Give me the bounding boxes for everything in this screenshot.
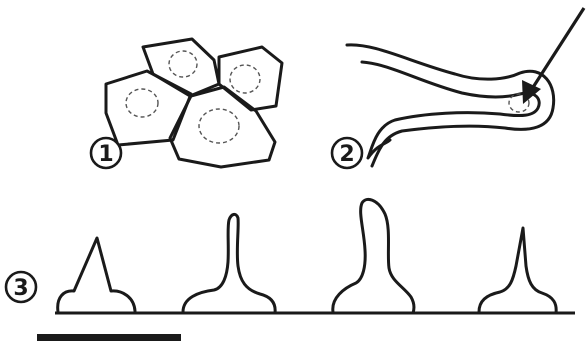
panel-1-badge-label: 1 [98, 142, 113, 167]
cell-right [219, 47, 282, 110]
cell-bottom [170, 87, 275, 167]
cell-left [106, 71, 191, 145]
nucleus-bottom [199, 109, 239, 143]
pointer-arrow-line [530, 8, 584, 92]
nucleus-top [169, 51, 197, 77]
panel-3-badge: 3 [6, 272, 36, 302]
panel-1-badge: 1 [91, 138, 121, 168]
nucleus-left [126, 89, 158, 117]
scale-bar [37, 334, 181, 341]
panel-2-badge-label: 2 [339, 142, 354, 167]
protrusion-3 [333, 199, 414, 313]
panel-3-badge-label: 3 [13, 276, 28, 301]
protrusion-4 [479, 228, 556, 313]
panel-2-badge: 2 [332, 138, 362, 168]
nucleus-right [230, 65, 260, 93]
protrusion-2 [183, 214, 275, 313]
panel-3-protrusions [55, 199, 575, 313]
panel-1-cell-cluster [106, 39, 282, 167]
protrusion-1 [58, 238, 135, 312]
panel-2-hook [347, 8, 584, 166]
